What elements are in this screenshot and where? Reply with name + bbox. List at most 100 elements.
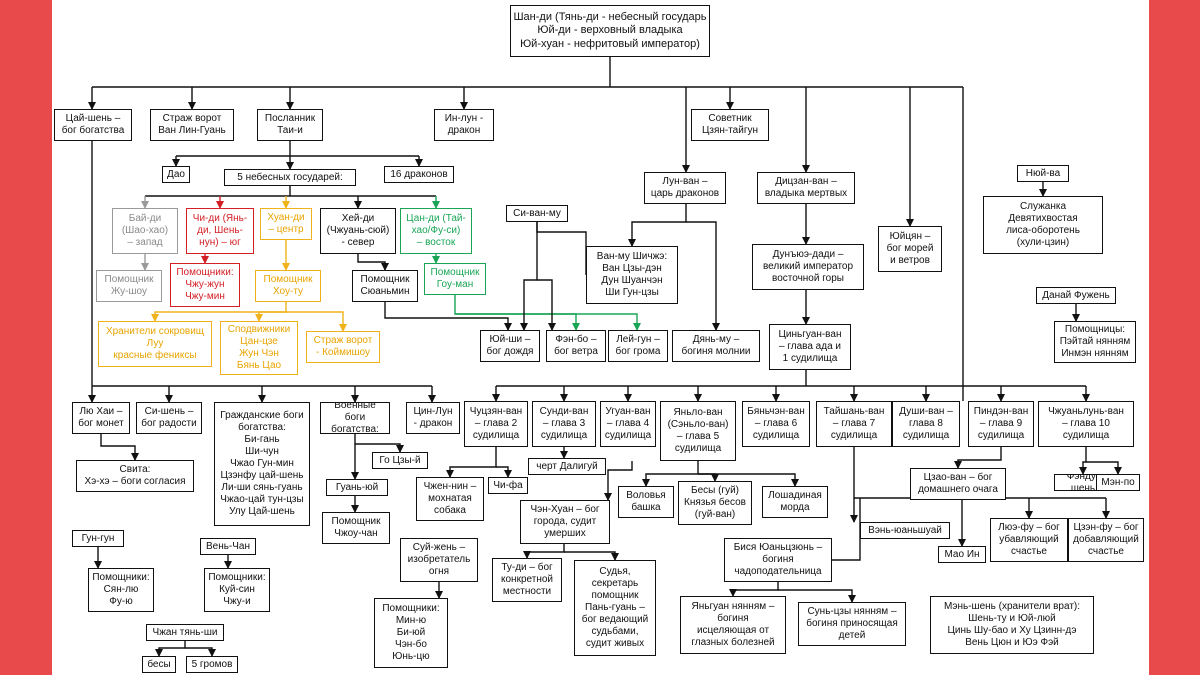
connector-35 — [455, 313, 580, 331]
node-tsinlun: Цин-Лун - дракон — [406, 402, 460, 434]
node-fenbo: Фэн-бо – бог ветра — [546, 330, 606, 362]
node-venchan: Вень-Чан — [200, 538, 256, 555]
node-pom-syuanmin: Помощник Сюаньмин — [352, 270, 418, 302]
connector-66 — [496, 466, 512, 478]
node-sudya: Судья, секретарь помощник Пань-гуань – б… — [574, 560, 656, 656]
node-tsenfu: Цзэн-фу – бог добавляющий счастье — [1068, 518, 1144, 562]
connector-39 — [628, 204, 687, 247]
node-tudi: Ту-ди – бог конкретной местности — [492, 558, 562, 602]
node-pomoshchnitsy: Помощницы: Пэйтай нянням Инмэн нянням — [1054, 321, 1136, 363]
connector-51 — [354, 434, 404, 453]
node-hraniteli: Хранители сокровищ Луу красные фениксы — [98, 321, 212, 367]
node-heidi: Хей-ди (Чжуань-сюй) - север — [320, 208, 396, 254]
connector-79 — [523, 544, 565, 559]
node-poslannik: Посланник Таи-и — [257, 109, 323, 141]
node-gungun: Гун-гун — [72, 530, 124, 547]
node-voennye: Военные боги богатства: — [320, 402, 390, 434]
node-sluzhanka: Служанка Девятихвостая лиса-оборотень (х… — [983, 196, 1103, 254]
node-nuiva: Нюй-ва — [1017, 165, 1069, 182]
connector-80 — [564, 551, 619, 561]
connector-72 — [1079, 447, 1087, 475]
node-lyufu: Люэ-фу – бог убавляющий счастье — [990, 518, 1068, 562]
connector-40 — [686, 221, 720, 331]
connector-70 — [698, 473, 799, 487]
node-dizanvan: Дицзан-ван – владыка мертвых — [757, 172, 855, 204]
node-pom-zhushou: Помощник Жу-шоу — [96, 270, 162, 302]
node-strazh-van: Страж ворот Ван Лин-Гуань — [150, 109, 234, 141]
node-pom-kuysin: Помощники: Куй-син Чжу-и — [204, 568, 270, 612]
node-strazh-koim: Страж ворот - Коймишоу — [306, 331, 380, 363]
connector-81 — [604, 461, 633, 501]
node-huandi: Хуан-ди – центр — [260, 208, 312, 240]
node-chifa: Чи-фа — [488, 477, 528, 494]
node-vengyuan: Вэнь-юаньшуай — [860, 522, 950, 539]
node-sundi: Сунди-ван – глава 3 судилища — [532, 401, 596, 447]
node-sovetnik: Советник Цзян-тайгун — [691, 109, 769, 141]
node-inlun: Ин-лун - дракон — [434, 109, 494, 141]
connector-84 — [832, 498, 861, 561]
node-yuyczyan: Юйцян – бог морей и ветров — [878, 226, 942, 272]
node-besy-guy: Бесы (гуй) Князья бесов (гуй-ван) — [678, 481, 752, 525]
node-dushi: Души-ван – глава 8 судилища — [892, 401, 960, 447]
node-lunvan: Лун-ван – царь драконов — [644, 172, 726, 204]
connector-28 — [357, 254, 389, 271]
connector-65 — [446, 447, 497, 478]
node-dao: Дао — [162, 166, 190, 183]
node-menshen: Мэнь-шень (хранители врат): Шень-ту и Юй… — [930, 596, 1094, 654]
connector-31 — [255, 311, 286, 322]
node-volovya: Воловья башка — [618, 486, 674, 518]
node-besy: бесы — [142, 656, 176, 673]
connector-88 — [155, 641, 186, 657]
connector-37 — [537, 279, 556, 331]
connector-50 — [100, 434, 139, 461]
node-grazhdanskie: Гражданские боги богатства: Би-гань Ши-ч… — [214, 402, 310, 526]
node-svita: Свита: Хэ-хэ – боги согласия — [76, 460, 194, 492]
node-sivanmu: Си-ван-му — [506, 205, 568, 222]
node-chzhennin: Чжен-нин – мохнатая собака — [416, 477, 484, 521]
node-chenhuan: Чэн-Хуан – бог города, судит умерших — [520, 500, 610, 544]
connector-82 — [729, 582, 779, 597]
node-sishen: Си-шень – бог радости — [136, 402, 202, 434]
node-pom-gouman: Помощник Гоу-ман — [424, 263, 486, 295]
node-suyzhen: Суй-жень – изобретатель огня — [400, 538, 478, 582]
connector-36 — [520, 222, 538, 331]
node-chutszyan: Чуцзян-ван – глава 2 судилища — [464, 401, 528, 447]
node-bisya: Бися Юаньцзюнь – богиня чадоподательница — [724, 538, 832, 582]
node-vanmu: Ван-му Шичжэ: Ван Цзы-дэн Дун Шуанчэн Ши… — [586, 246, 678, 304]
node-go-tszy: Го Цзы-й — [372, 452, 428, 469]
mythology-chart: Шан-ди (Тянь-ди - небесный государь Юй-д… — [52, 0, 1149, 675]
node-tsinguan: Циньгуан-ван – глава ада и 1 судилища — [769, 324, 851, 370]
connector-69 — [698, 473, 719, 482]
node-lyuhai: Лю Хаи – бог монет — [72, 402, 130, 434]
node-byanchen: Бяньчэн-ван – глава 6 судилища — [742, 401, 810, 447]
node-yuyshi: Юй-ши – бог дождя — [480, 330, 540, 362]
node-guanyuy: Гуань-юй — [326, 479, 388, 496]
connector-30 — [151, 302, 287, 322]
connector-89 — [185, 647, 216, 657]
node-five-emperors: 5 небесных государей: — [224, 169, 356, 186]
node-chzhan: Чжан тянь-ши — [146, 624, 224, 641]
node-pom-chzhujun: Помощники: Чжу-жун Чжу-мин — [170, 263, 240, 307]
node-dunyuy: Дунъюэ-дади – великий император восточно… — [752, 244, 864, 290]
node-suntszy: Сунь-цзы нянням – богиня приносящая дете… — [798, 602, 906, 646]
node-maoin: Мао Ин — [938, 546, 986, 563]
connector-71 — [954, 447, 1002, 469]
node-chert: черт Далигуй — [528, 458, 606, 475]
node-five-thunders: 5 громов — [186, 656, 238, 673]
node-taishan: Тайшань-ван – глава 7 судилища — [816, 401, 892, 447]
connector-32 — [286, 311, 347, 332]
connector-83 — [778, 589, 856, 603]
node-spodvizhniki: Сподвижники Цан-цзе Жун Чэн Бянь Цао — [220, 321, 298, 375]
node-leygun: Лей-гун – бог грома — [608, 330, 668, 362]
node-uguan: Угуан-ван – глава 4 судилища — [600, 401, 656, 447]
connector-68 — [642, 461, 699, 487]
node-sixteen-dragons: 16 драконов — [384, 166, 454, 183]
node-loshadinaya: Лошадиная морда — [762, 486, 828, 518]
node-tsaovan: Цзао-ван – бог домашнего очага — [910, 468, 1006, 500]
node-pom-chzhou: Помощник Чжоу-чан — [322, 512, 390, 544]
node-pindin: Пиндэн-ван – глава 9 судилища — [968, 401, 1034, 447]
node-chidi: Чи-ди (Янь- ди, Шень- нун) – юг — [186, 208, 254, 254]
connector-33 — [384, 302, 512, 331]
connector-38 — [536, 222, 587, 275]
node-danai: Данай Фужень — [1036, 287, 1116, 304]
